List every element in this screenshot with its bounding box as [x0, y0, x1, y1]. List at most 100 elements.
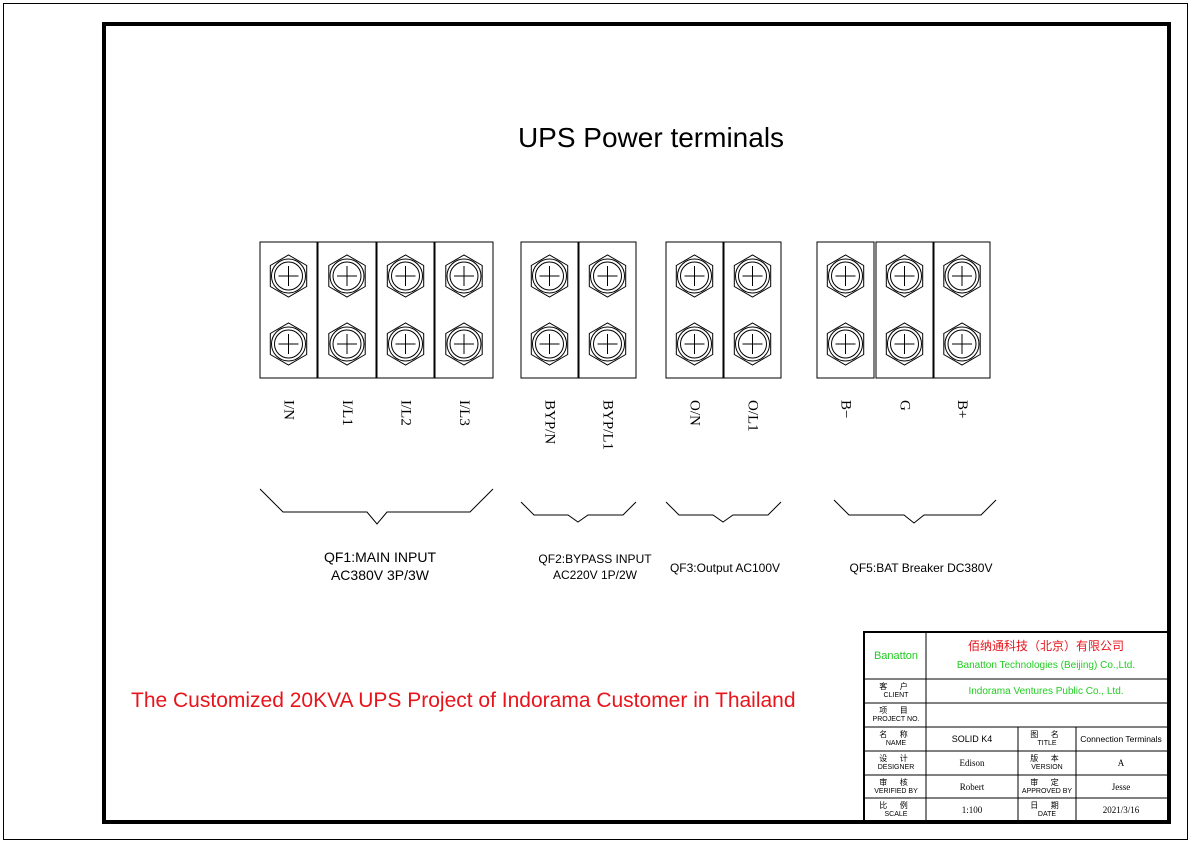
- screw-terminal-icon-6-bottom: [675, 322, 714, 366]
- screw-terminal-icon-10-top: [943, 254, 981, 298]
- group-qf2-line1: QF2:BYPASS INPUT: [538, 552, 652, 566]
- tb-scale-label: 比 例 SCALE: [866, 798, 926, 821]
- tb-title-label-cn: 图 名: [1030, 729, 1064, 739]
- terminal-label-8: B−: [838, 400, 854, 418]
- screw-inner-circle: [274, 329, 303, 359]
- screw-outer-circle: [446, 326, 482, 362]
- terminal-block-6: [665, 241, 724, 379]
- terminal-label-10: B+: [954, 400, 970, 418]
- tb-title-label-en: TITLE: [1037, 739, 1057, 747]
- screw-terminal-icon-9-bottom: [885, 322, 924, 366]
- group-label-qf1: QF1:MAIN INPUT AC380V 3P/3W: [300, 548, 460, 584]
- tb-approved-label-en: APPROVED BY: [1021, 787, 1073, 795]
- tb-client-label: 客 户 CLIENT: [866, 680, 926, 702]
- tb-scale-value: 1:100: [961, 804, 983, 815]
- screw-outer-circle: [271, 258, 306, 294]
- tb-designer-label-cn: 设 计: [879, 753, 913, 763]
- tb-date-label-en: DATE: [1037, 810, 1057, 818]
- screw-outer-circle: [271, 326, 306, 362]
- screw-outer-circle: [329, 326, 365, 362]
- screw-inner-circle: [738, 261, 767, 291]
- screw-hex-outline: [386, 254, 425, 298]
- terminal-block-5: [578, 241, 637, 379]
- screw-terminal-icon-0-top: [269, 254, 308, 298]
- tb-project-label-cn: 项 目: [879, 705, 913, 715]
- tb-designer-value: Edison: [959, 757, 985, 768]
- group-qf1-line2: AC380V 3P/3W: [330, 567, 430, 583]
- screw-outer-circle: [735, 258, 770, 294]
- group-qf1-line1: QF1:MAIN INPUT: [323, 549, 436, 565]
- tb-version-value: A: [1117, 757, 1125, 768]
- screw-outer-circle: [590, 258, 625, 294]
- group-label-qf5: QF5:BAT Breaker DC380V: [835, 559, 1007, 577]
- screw-inner-circle: [391, 261, 420, 291]
- screw-inner-circle: [535, 261, 564, 291]
- screw-outer-circle: [446, 258, 482, 294]
- screw-hex-outline: [530, 322, 569, 366]
- tb-designer-label-en: DESIGNER: [877, 763, 915, 771]
- outer-frame: [3, 3, 1188, 840]
- screw-hex-outline: [588, 322, 627, 366]
- screw-hex-outline: [733, 322, 772, 366]
- tb-name-value: SOLID K4: [951, 733, 993, 744]
- terminal-label-6: O/N: [687, 400, 703, 426]
- screw-inner-circle: [593, 329, 622, 359]
- screw-outer-circle: [388, 258, 423, 294]
- tb-company-short: Banatton: [873, 650, 919, 662]
- tb-approved-value: Jesse: [1111, 781, 1131, 792]
- tb-version-label: 版 本 VERSION: [1018, 751, 1076, 774]
- tb-company-cn: 佰纳通科技（北京）有限公司 Banatton Technologies (Bei…: [926, 634, 1166, 678]
- screw-hex-outline: [269, 254, 308, 298]
- screw-inner-circle: [274, 261, 303, 291]
- terminal-label-9: G: [897, 400, 913, 411]
- tb-title-label: 图 名 TITLE: [1018, 727, 1076, 750]
- drawing-border: [102, 22, 1171, 824]
- screw-outer-circle: [944, 258, 980, 294]
- screw-hex-outline: [530, 254, 569, 298]
- screw-inner-circle: [831, 329, 860, 359]
- tb-date-value: 2021/3/16: [1102, 804, 1140, 815]
- screw-terminal-icon-3-top: [445, 254, 483, 298]
- tb-name-label: 名 称 NAME: [866, 727, 926, 750]
- screw-terminal-icon-8-bottom: [826, 322, 865, 366]
- screw-terminal-icon-8-top: [826, 254, 865, 298]
- tb-company-en-text: Banatton Technologies (Beijing) Co.,Ltd.: [956, 660, 1136, 671]
- screw-inner-circle: [680, 261, 709, 291]
- screw-terminal-icon-4-bottom: [530, 322, 569, 366]
- terminal-block-3: [434, 241, 494, 379]
- terminal-block-2: [376, 241, 435, 379]
- tb-version-label-cn: 版 本: [1030, 753, 1064, 763]
- screw-hex-outline: [588, 254, 627, 298]
- screw-inner-circle: [332, 329, 362, 359]
- screw-outer-circle: [828, 258, 863, 294]
- screw-hex-outline: [826, 322, 865, 366]
- group-qf3-line1: QF3:Output AC100V: [669, 561, 781, 575]
- tb-designer-label: 设 计 DESIGNER: [866, 751, 926, 774]
- tb-project-label: 项 目 PROJECT NO.: [866, 703, 926, 726]
- tb-verified-label: 审 核 VERIFIED BY: [866, 775, 926, 798]
- group-brace-3: [833, 499, 997, 524]
- tb-client-label-en: CLIENT: [883, 692, 909, 699]
- tb-client-value: Indorama Ventures Public Co., Ltd.: [968, 685, 1124, 697]
- screw-hex-outline: [943, 322, 981, 366]
- screw-outer-circle: [677, 326, 712, 362]
- drawing-title: UPS Power terminals: [517, 122, 785, 153]
- screw-terminal-icon-5-bottom: [588, 322, 627, 366]
- group-label-qf2: QF2:BYPASS INPUT AC220V 1P/2W: [527, 551, 663, 583]
- group-label-qf3: QF3:Output AC100V: [655, 559, 795, 577]
- terminal-block-8: [816, 241, 875, 379]
- screw-inner-circle: [449, 329, 479, 359]
- terminal-label-0: I/N: [281, 400, 297, 420]
- screw-hex-outline: [675, 254, 714, 298]
- terminal-label-7: O/L1: [745, 400, 761, 432]
- screw-hex-outline: [885, 322, 924, 366]
- screw-inner-circle: [831, 261, 860, 291]
- tb-date-label: 日 期 DATE: [1018, 798, 1076, 821]
- screw-outer-circle: [388, 326, 423, 362]
- tb-verified-label-cn: 审 核: [879, 777, 913, 787]
- screw-terminal-icon-6-top: [675, 254, 714, 298]
- terminal-block-9: [875, 241, 934, 379]
- screw-inner-circle: [680, 329, 709, 359]
- tb-date-label-cn: 日 期: [1030, 800, 1064, 810]
- tb-verified-value: Robert: [959, 781, 985, 792]
